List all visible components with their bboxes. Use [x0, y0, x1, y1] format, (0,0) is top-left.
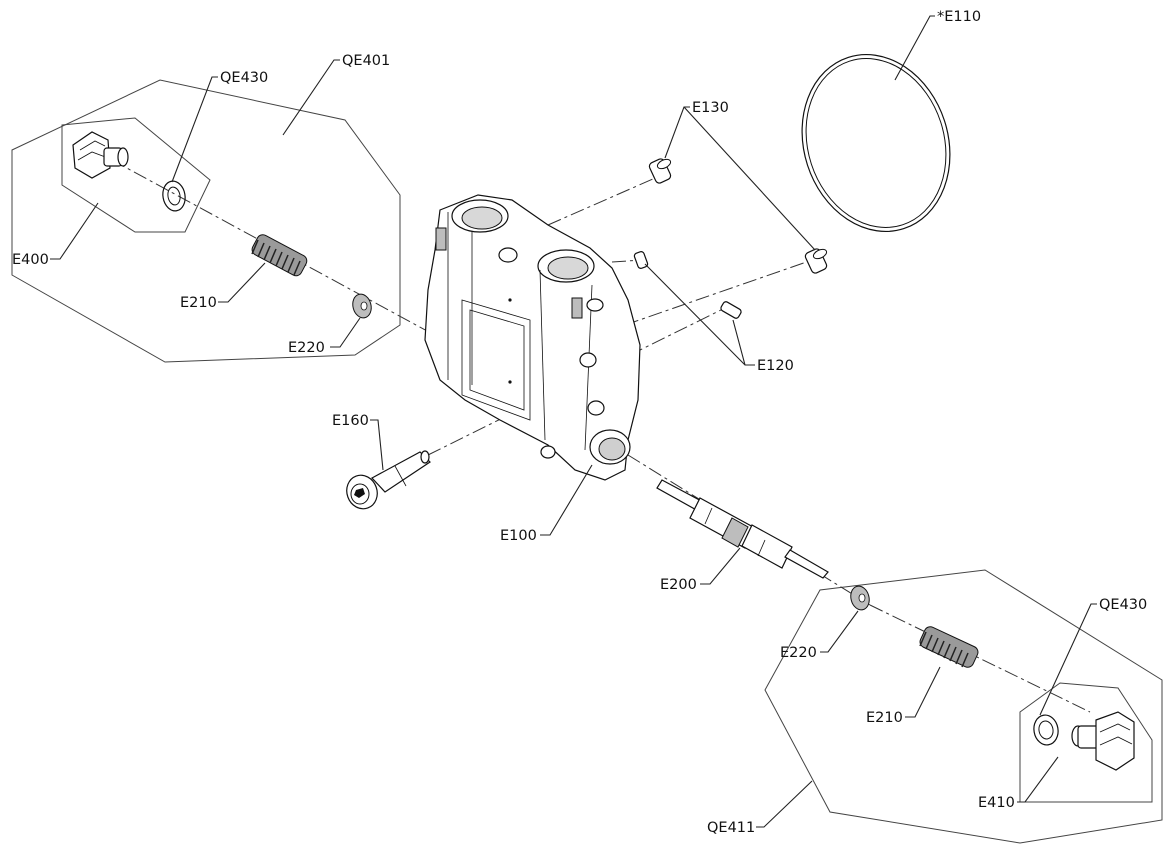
part-e220-seat-top: [352, 293, 372, 319]
label-e120: E120: [757, 358, 794, 374]
label-qe401: QE401: [342, 53, 390, 69]
part-e400-plug: [72, 131, 129, 179]
kit-outline-qe430-top: [61, 117, 211, 233]
kit-outline-qe401: [11, 79, 401, 363]
label-e220-bottom: E220: [780, 645, 817, 661]
part-qe430-washer-top: [162, 180, 186, 212]
part-e220-seat-bottom: [850, 585, 870, 611]
part-e120-pin-upper: [633, 251, 649, 269]
part-e110-o-ring: [801, 53, 951, 233]
part-e130-pin-lower: [804, 248, 828, 274]
part-e200-spool: [656, 479, 829, 579]
part-e120-pin-lower: [720, 301, 742, 319]
label-e210-top: E210: [180, 295, 217, 311]
label-qe411: QE411: [707, 820, 755, 836]
label-qe430-top: QE430: [220, 70, 268, 86]
part-e210-spring-top: [251, 234, 308, 277]
part-e210-spring-bottom: [919, 626, 979, 668]
label-e200: E200: [660, 577, 697, 593]
leader-lines: [50, 15, 1097, 828]
label-e400: E400: [12, 252, 49, 268]
label-e130: E130: [692, 100, 729, 116]
label-e100: E100: [500, 528, 537, 544]
kit-outline-qe411: [764, 569, 1163, 844]
label-e220-top: E220: [288, 340, 325, 356]
callout-labels: *E110 QE401 QE430 E130 E400 E210 E220 E1…: [12, 9, 1147, 836]
part-e410-plug: [1071, 711, 1135, 771]
label-qe430-bottom: QE430: [1099, 597, 1147, 613]
part-e160-cap-screw: [346, 450, 431, 510]
label-e210-bottom: E210: [866, 710, 903, 726]
part-qe430-washer-bottom: [1033, 714, 1059, 746]
label-e410: E410: [978, 795, 1015, 811]
part-e130-pin-upper: [648, 158, 672, 184]
label-e160: E160: [332, 413, 369, 429]
part-e100-body: [424, 194, 641, 481]
label-e110: *E110: [937, 9, 981, 25]
